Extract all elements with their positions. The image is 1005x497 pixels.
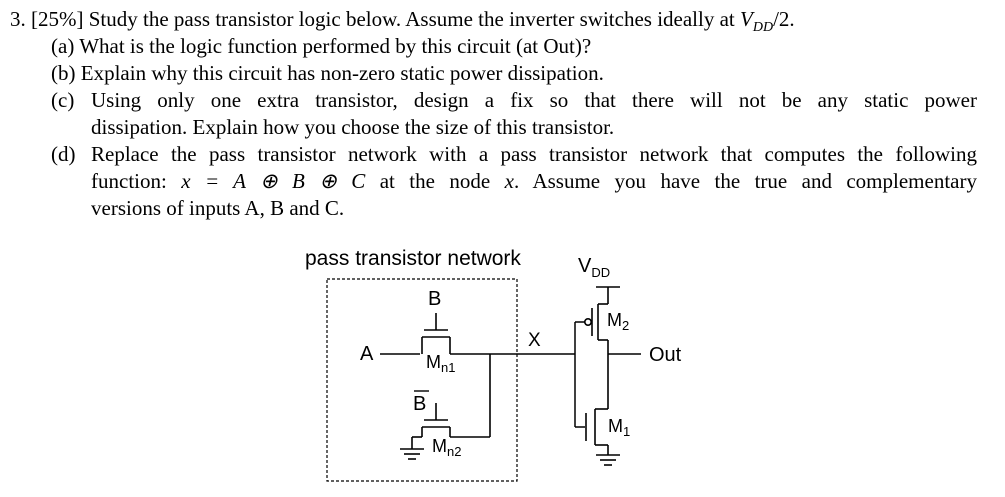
part-b-text: Explain why this circuit has non-zero st…	[80, 61, 604, 85]
question-number: 3.	[10, 7, 26, 31]
part-b-label: (b)	[51, 61, 76, 85]
question-intro: Study the pass transistor logic below. A…	[88, 7, 741, 31]
part-d-line3: versions of inputs A, B and C.	[91, 196, 345, 220]
gate-b-label: B	[428, 288, 441, 310]
part-d-line2-end: . Assume you have the true and complemen…	[513, 169, 977, 193]
vdd-label: VDD	[578, 255, 610, 280]
part-d-line2-start: function:	[91, 169, 182, 193]
inverter-gate-wire	[574, 321, 585, 428]
part-a: (a) What is the logic function performed…	[51, 33, 591, 60]
part-a-text: What is the logic function performed by …	[79, 34, 592, 58]
part-c-line2: dissipation. Explain how you choose the …	[91, 115, 615, 139]
vdd-symbol: V	[740, 7, 753, 31]
m2-label: M2	[607, 310, 629, 333]
question-intro-end: /2.	[773, 7, 795, 31]
part-d: Replace the pass transistor network with…	[91, 141, 977, 222]
part-a-label: (a)	[51, 34, 75, 58]
ground-icon	[596, 454, 620, 466]
node-x-label: X	[528, 330, 541, 351]
question-weight: [25%]	[31, 7, 84, 31]
part-d-line1: Replace the pass transistor network with…	[91, 142, 977, 166]
mn1-transistor	[421, 313, 451, 354]
ground-icon	[400, 437, 424, 460]
mn2-transistor	[412, 354, 491, 438]
part-d-line2-mid: at the node	[365, 169, 505, 193]
mn2-label: Mn2	[432, 436, 461, 459]
gate-b-bar-label: B	[413, 393, 426, 415]
question-heading: 3. [25%] Study the pass transistor logic…	[10, 6, 795, 41]
part-c: Using only one extra transistor, design …	[91, 87, 977, 141]
vdd-subscript: DD	[752, 20, 774, 36]
pass-network-box	[326, 278, 518, 482]
m1-label: M1	[608, 416, 630, 439]
xor-formula: x = A ⊕ B ⊕ C	[181, 169, 366, 193]
input-a-label: A	[360, 343, 374, 365]
m1-transistor	[585, 408, 609, 455]
pass-network-label: pass transistor network	[305, 247, 521, 270]
node-x-variable: x	[504, 169, 514, 193]
mn1-label: Mn1	[426, 352, 455, 375]
part-c-label: (c)	[51, 88, 75, 112]
part-d-label: (d)	[51, 142, 76, 166]
vdd-rail	[596, 286, 620, 296]
part-c-line1: Using only one extra transistor, design …	[91, 88, 977, 112]
part-b: (b) Explain why this circuit has non-zer…	[51, 60, 604, 87]
out-label: Out	[649, 344, 682, 366]
m2-transistor	[583, 296, 609, 341]
part-d-line2: function: x = A ⊕ B ⊕ C at the node x. A…	[91, 168, 977, 195]
